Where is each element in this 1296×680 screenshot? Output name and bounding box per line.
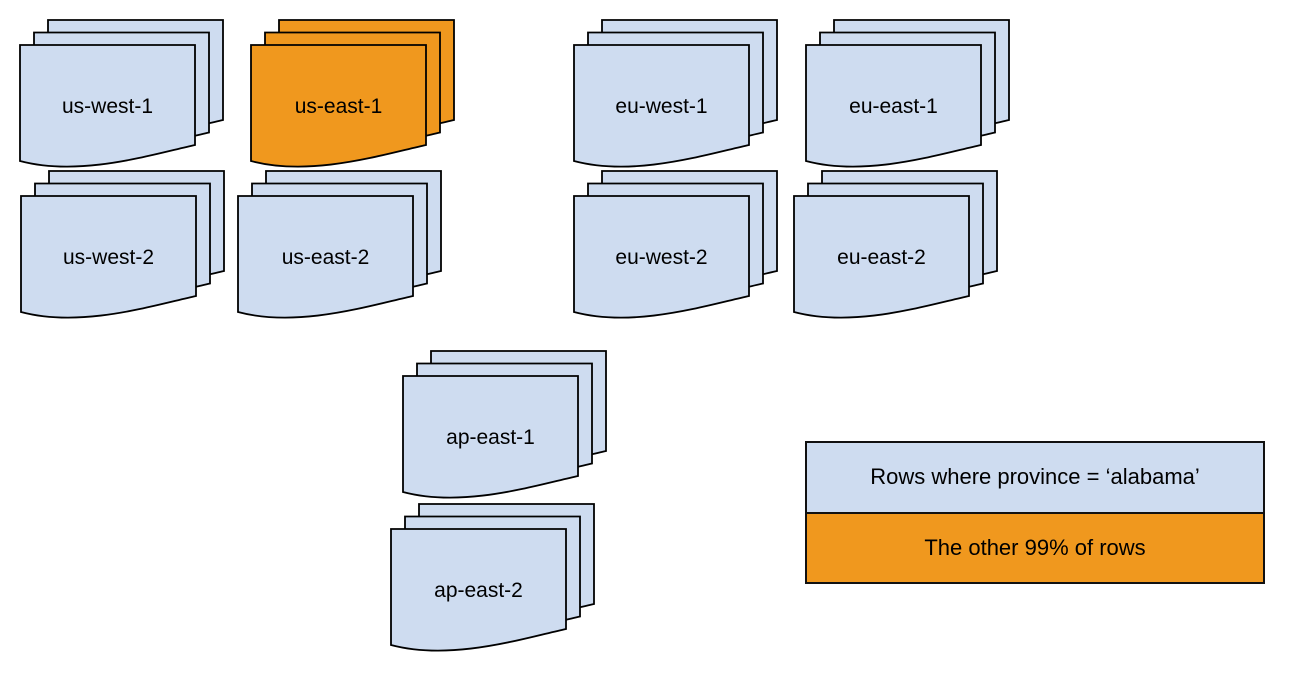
region-stack-ap-east-1: ap-east-1 xyxy=(402,350,608,508)
region-stack-eu-west-2: eu-west-2 xyxy=(573,170,779,328)
legend-item-other-rows: The other 99% of rows xyxy=(807,511,1263,582)
document-stack-graphic xyxy=(250,19,455,168)
region-stack-eu-west-1: eu-west-1 xyxy=(573,19,779,177)
region-stack-us-east-2: us-east-2 xyxy=(237,170,443,328)
region-stack-us-west-2: us-west-2 xyxy=(20,170,226,328)
region-stack-us-west-1: us-west-1 xyxy=(19,19,225,177)
region-stack-us-east-1: us-east-1 xyxy=(250,19,456,177)
legend: Rows where province = ‘alabama’ The othe… xyxy=(805,441,1265,584)
legend-item-label: The other 99% of rows xyxy=(924,534,1146,560)
document-stack-graphic xyxy=(805,19,1010,168)
region-stack-eu-east-1: eu-east-1 xyxy=(805,19,1011,177)
region-stack-ap-east-2: ap-east-2 xyxy=(390,503,596,661)
document-stack-graphic xyxy=(237,170,442,319)
region-label: us-west-2 xyxy=(62,246,155,269)
document-stack-graphic xyxy=(20,170,225,319)
document-stack-graphic xyxy=(793,170,998,319)
legend-item-label: Rows where province = ‘alabama’ xyxy=(870,464,1200,490)
region-label: eu-west-2 xyxy=(615,246,708,269)
document-stack-graphic xyxy=(573,170,778,319)
legend-item-alabama-rows: Rows where province = ‘alabama’ xyxy=(807,443,1263,512)
document-stack-graphic xyxy=(19,19,224,168)
region-label: us-east-1 xyxy=(294,95,383,118)
region-stack-eu-east-2: eu-east-2 xyxy=(793,170,999,328)
document-stack-graphic xyxy=(402,350,607,499)
region-label: eu-east-1 xyxy=(849,95,938,118)
region-label: us-east-2 xyxy=(281,246,370,269)
region-label: ap-east-2 xyxy=(434,579,523,602)
region-label: ap-east-1 xyxy=(446,426,535,449)
region-label: eu-east-2 xyxy=(837,246,926,269)
region-label: us-west-1 xyxy=(61,95,154,118)
region-label: eu-west-1 xyxy=(615,95,708,118)
document-stack-graphic xyxy=(390,503,595,652)
document-stack-graphic xyxy=(573,19,778,168)
